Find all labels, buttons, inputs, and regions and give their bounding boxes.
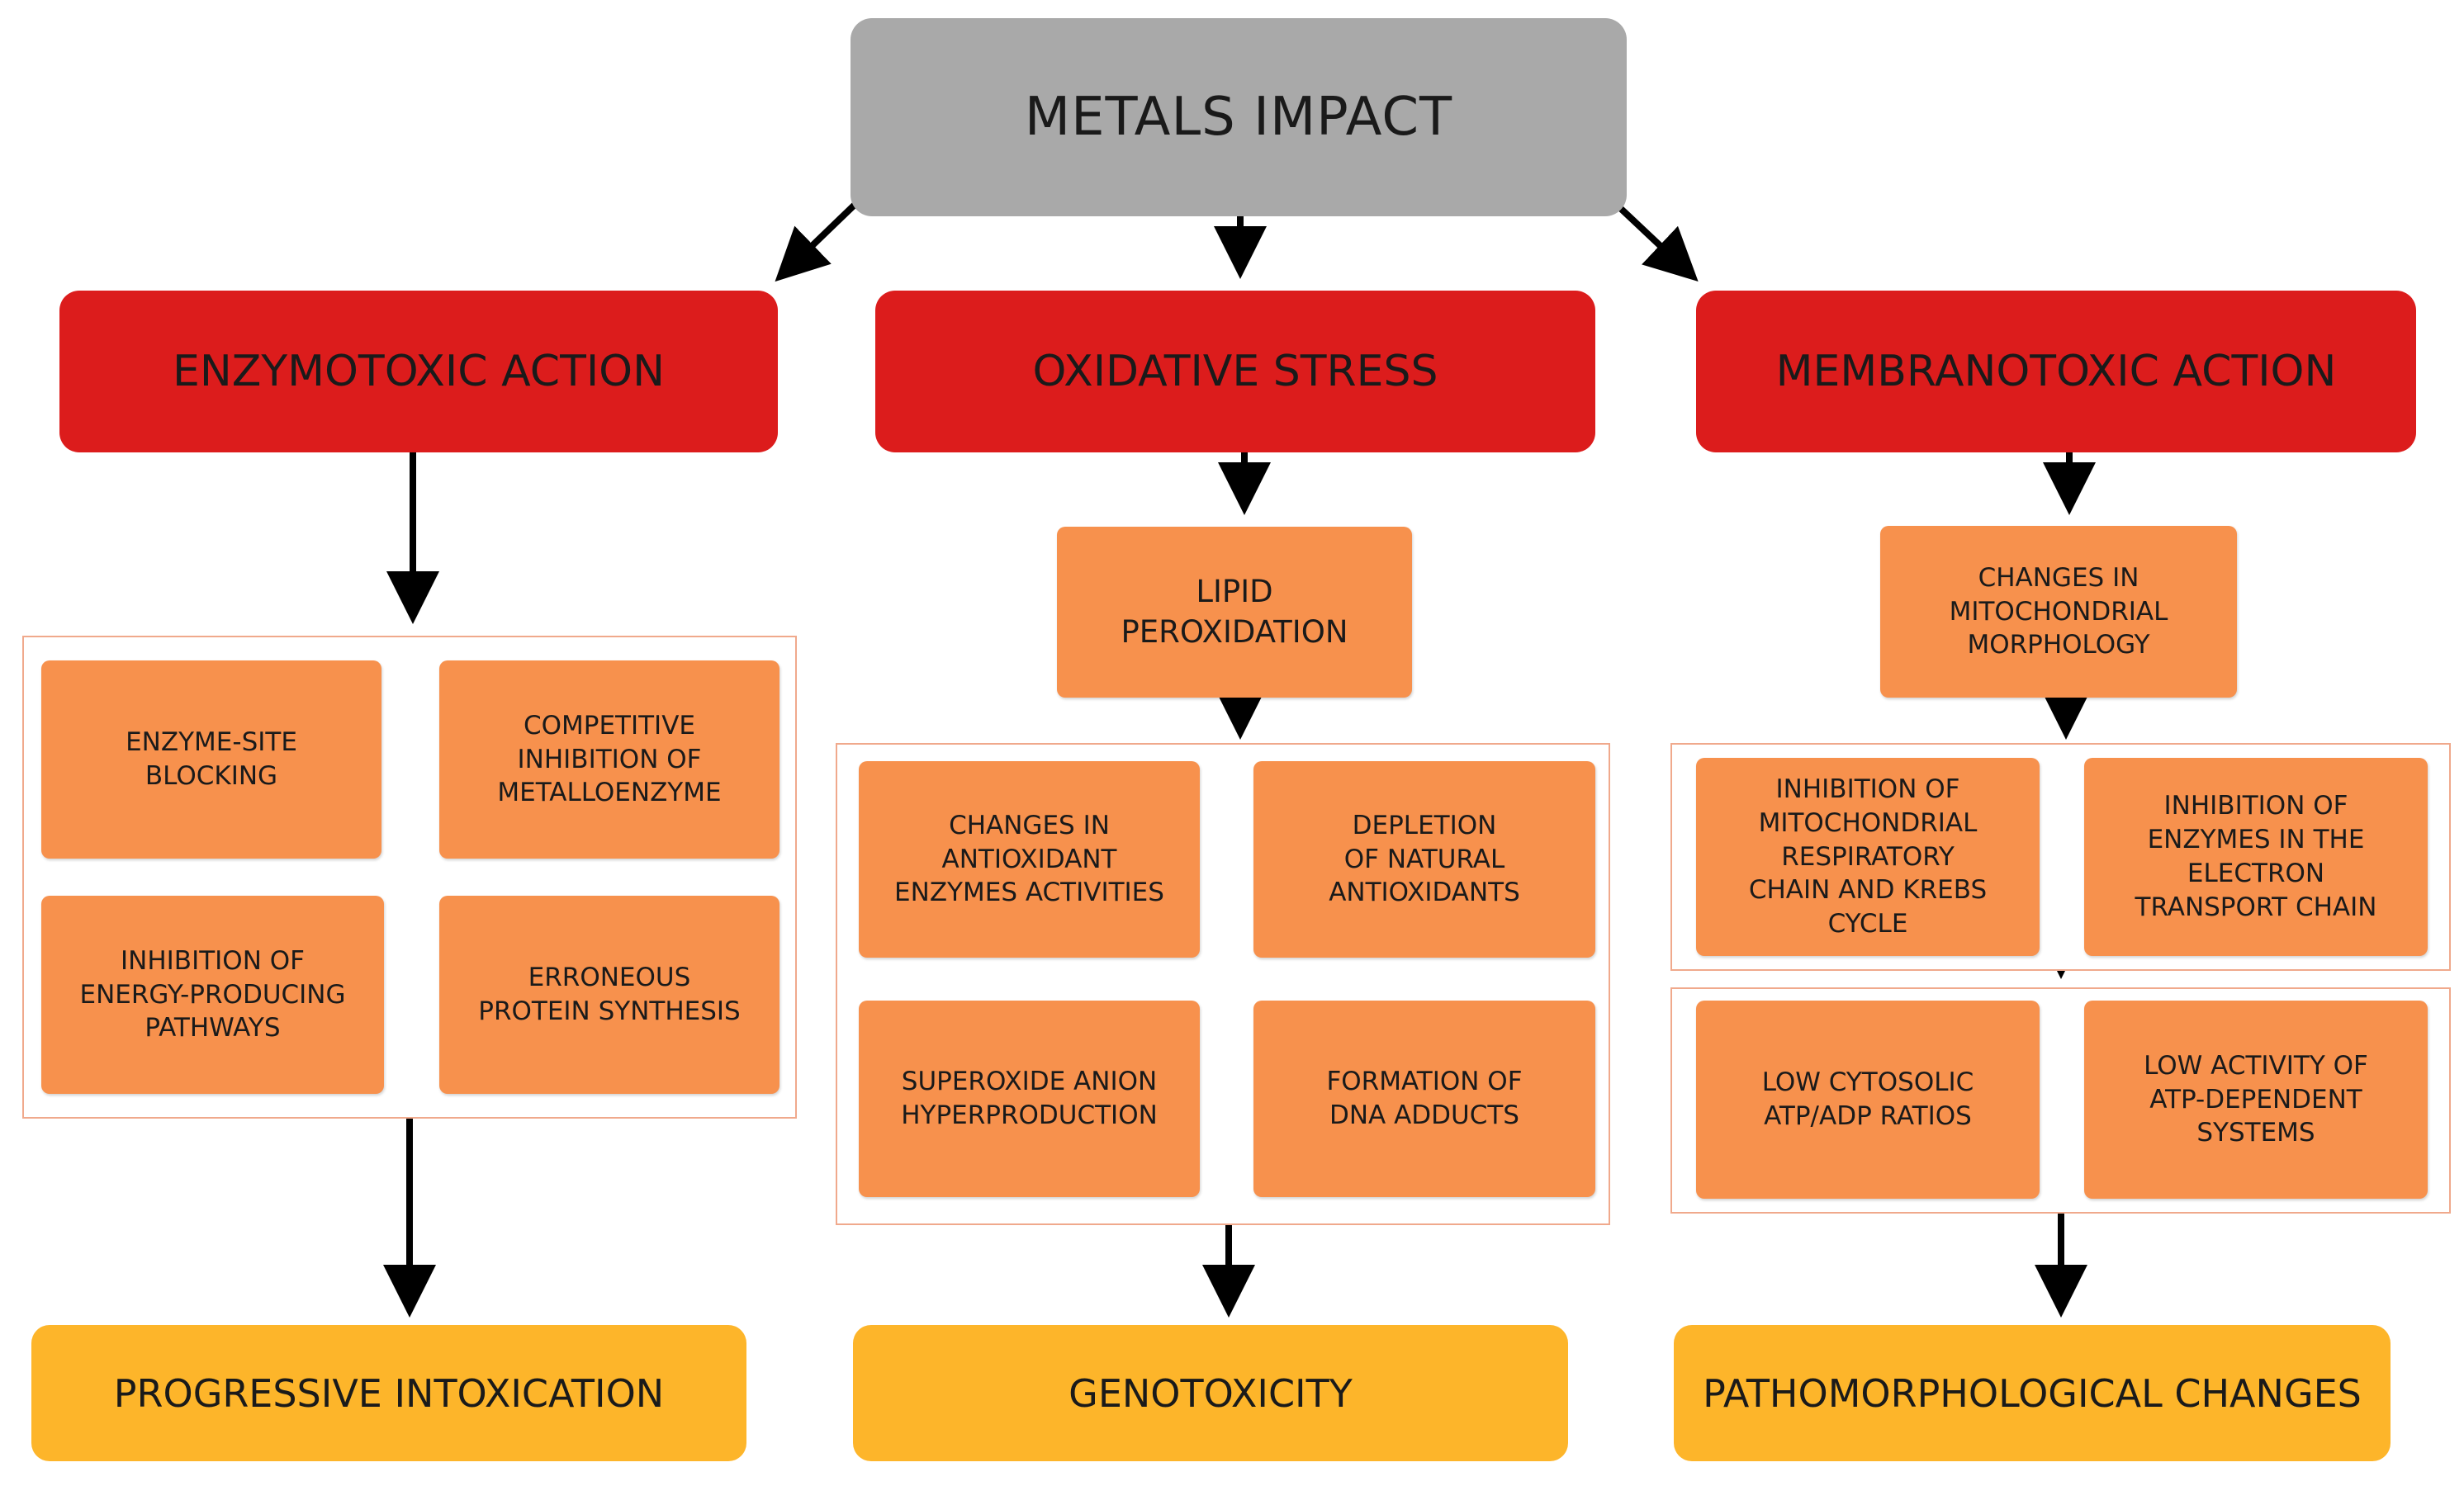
- outcome-label: PROGRESSIVE INTOXICATION: [113, 1370, 665, 1416]
- category-oxidative-stress: OXIDATIVE STRESS: [875, 291, 1595, 452]
- enzymotoxic-item: INHIBITION OF ENERGY-PRODUCING PATHWAYS: [41, 896, 384, 1094]
- enzymotoxic-item: ERRONEOUS PROTEIN SYNTHESIS: [439, 896, 779, 1094]
- mitochondrial-morphology-label: CHANGES IN MITOCHONDRIAL MORPHOLOGY: [1949, 562, 2168, 660]
- outcome-label: PATHOMORPHOLOGICAL CHANGES: [1703, 1370, 2362, 1416]
- category-label: OXIDATIVE STRESS: [1032, 347, 1438, 396]
- lipid-peroxidation-label: LIPID PEROXIDATION: [1121, 573, 1348, 650]
- membranotoxic-item-label: LOW ACTIVITY OF ATP-DEPENDENT SYSTEMS: [2144, 1050, 2368, 1148]
- mitochondrial-morphology-box: CHANGES IN MITOCHONDRIAL MORPHOLOGY: [1880, 526, 2237, 698]
- oxidative-item: FORMATION OF DNA ADDUCTS: [1253, 1001, 1595, 1197]
- enzymotoxic-item-label: INHIBITION OF ENERGY-PRODUCING PATHWAYS: [79, 945, 346, 1044]
- enzymotoxic-item-label: COMPETITIVE INHIBITION OF METALLOENZYME: [497, 710, 722, 808]
- membranotoxic-item-label: INHIBITION OF ENZYMES IN THE ELECTRON TR…: [2135, 791, 2377, 922]
- outcome-progressive-intoxication: PROGRESSIVE INTOXICATION: [31, 1325, 746, 1461]
- enzymotoxic-item: ENZYME-SITE BLOCKING: [41, 660, 381, 859]
- enzymotoxic-item: COMPETITIVE INHIBITION OF METALLOENZYME: [439, 660, 779, 859]
- category-label: ENZYMOTOXIC ACTION: [173, 347, 665, 396]
- oxidative-item: DEPLETION OF NATURAL ANTIOXIDANTS: [1253, 761, 1595, 958]
- oxidative-item-label: FORMATION OF DNA ADDUCTS: [1326, 1067, 1523, 1130]
- enzymotoxic-item-label: ERRONEOUS PROTEIN SYNTHESIS: [478, 963, 741, 1026]
- oxidative-item: SUPEROXIDE ANION HYPERPRODUCTION: [859, 1001, 1200, 1197]
- arrow-root-to-membranotoxic: [1616, 204, 1699, 282]
- membranotoxic-item: LOW CYTOSOLIC ATP/ADP RATIOS: [1696, 1001, 2040, 1199]
- outcome-label: GENOTOXICITY: [1069, 1370, 1353, 1416]
- root-metals-impact: METALS IMPACT: [851, 18, 1627, 216]
- membranotoxic-item: LOW ACTIVITY OF ATP-DEPENDENT SYSTEMS: [2084, 1001, 2428, 1199]
- category-membranotoxic-action: MEMBRANOTOXIC ACTION: [1696, 291, 2416, 452]
- root-label: METALS IMPACT: [1024, 87, 1453, 148]
- membranotoxic-item-label: LOW CYTOSOLIC ATP/ADP RATIOS: [1761, 1067, 1974, 1131]
- arrow-root-to-enzymotoxic: [775, 202, 857, 282]
- membranotoxic-item-label: INHIBITION OF MITOCHONDRIAL RESPIRATORY …: [1748, 774, 1988, 939]
- category-enzymotoxic-action: ENZYMOTOXIC ACTION: [59, 291, 778, 452]
- membranotoxic-item: INHIBITION OF ENZYMES IN THE ELECTRON TR…: [2084, 758, 2428, 956]
- membranotoxic-item: INHIBITION OF MITOCHONDRIAL RESPIRATORY …: [1696, 758, 2040, 956]
- oxidative-item-label: SUPEROXIDE ANION HYPERPRODUCTION: [901, 1067, 1158, 1130]
- oxidative-item: CHANGES IN ANTIOXIDANT ENZYMES ACTIVITIE…: [859, 761, 1200, 958]
- outcome-pathomorphological-changes: PATHOMORPHOLOGICAL CHANGES: [1674, 1325, 2391, 1461]
- lipid-peroxidation-box: LIPID PEROXIDATION: [1057, 527, 1412, 698]
- enzymotoxic-item-label: ENZYME-SITE BLOCKING: [126, 727, 297, 791]
- oxidative-item-label: DEPLETION OF NATURAL ANTIOXIDANTS: [1329, 810, 1520, 908]
- category-label: MEMBRANOTOXIC ACTION: [1775, 347, 2337, 396]
- outcome-genotoxicity: GENOTOXICITY: [853, 1325, 1568, 1461]
- oxidative-item-label: CHANGES IN ANTIOXIDANT ENZYMES ACTIVITIE…: [894, 810, 1164, 908]
